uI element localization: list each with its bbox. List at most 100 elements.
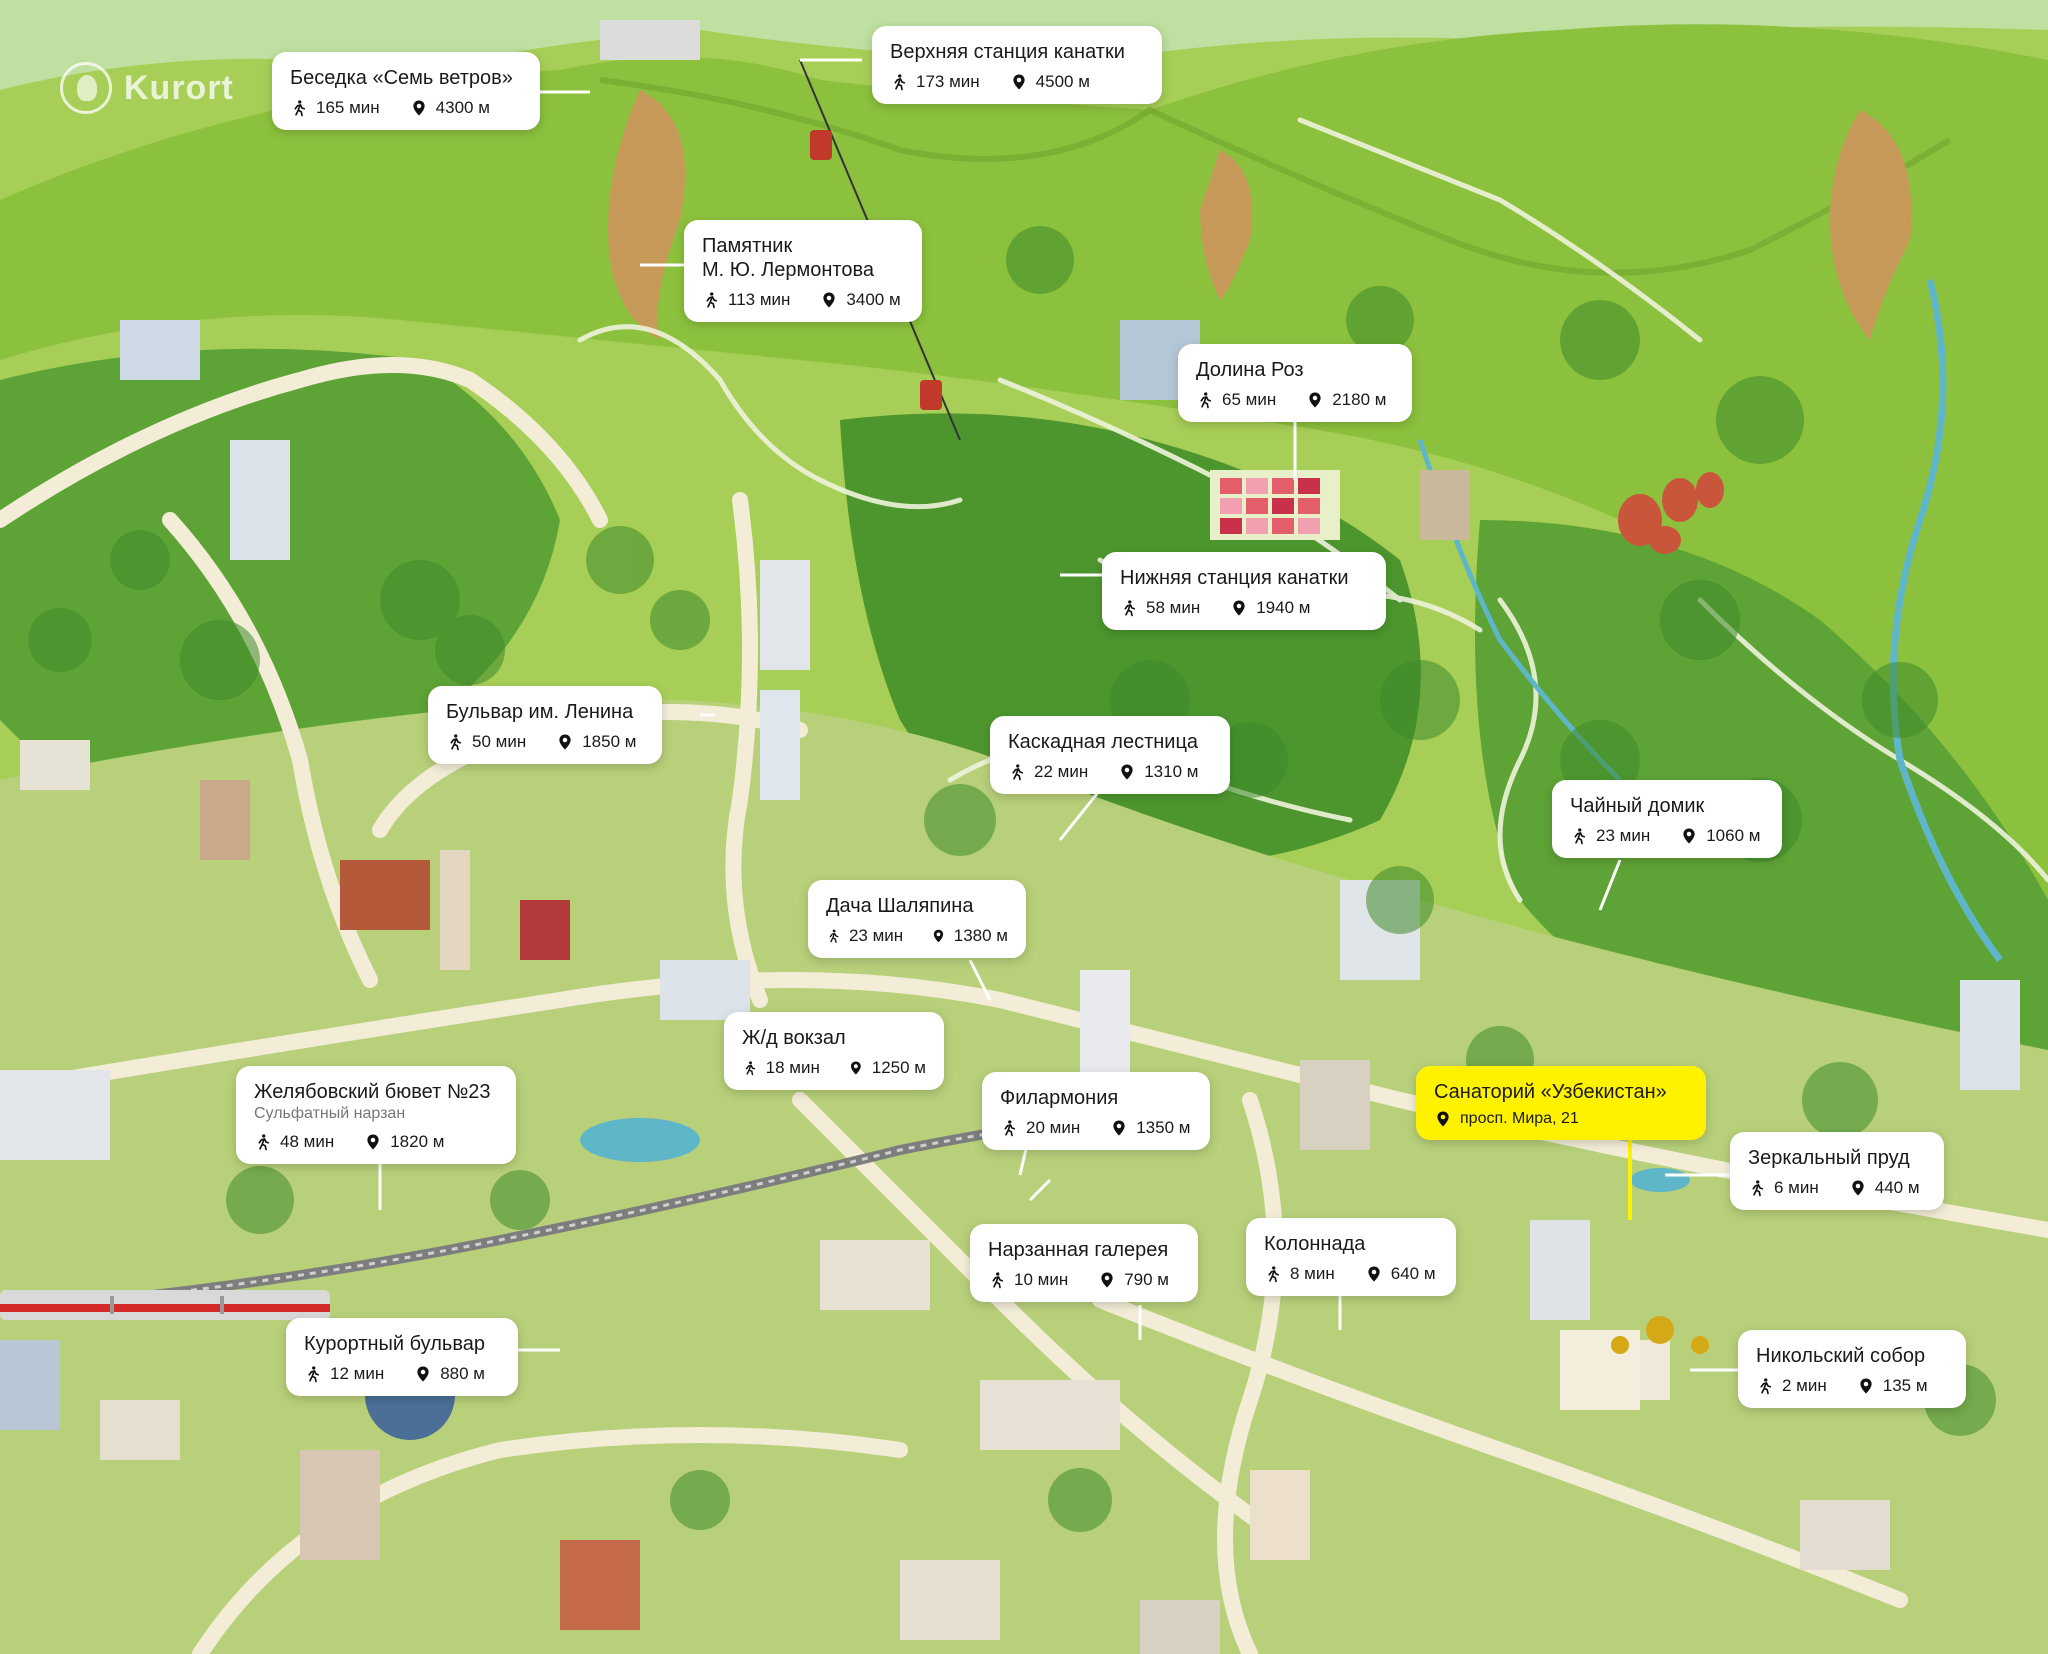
place-subtitle: Сульфатный нарзан: [254, 1105, 406, 1122]
place-card-kurort-boulevard[interactable]: Курортный бульвар 12 мин 880 м: [286, 1318, 518, 1396]
distance: 3400 м: [846, 290, 901, 309]
place-card-shalyapin[interactable]: Дача Шаляпина 23 мин 1380 м: [808, 880, 1026, 958]
place-title: Верхняя станция канатки: [890, 41, 1125, 63]
pin-icon: [367, 1134, 379, 1150]
pin-icon: [933, 929, 943, 943]
walk-icon: [308, 1366, 320, 1383]
place-card-cascade[interactable]: Каскадная лестница 22 мин 1310 м: [990, 716, 1230, 794]
pin-icon: [1101, 1272, 1113, 1288]
home-title: Санаторий «Узбекистан»: [1434, 1081, 1667, 1103]
walk-icon: [294, 100, 306, 117]
cable-cabin-2: [920, 380, 942, 410]
place-card-zhelyabov[interactable]: Желябовский бювет №23 Сульфатный нарзан …: [236, 1066, 516, 1164]
walk-icon: [992, 1272, 1004, 1289]
home-card[interactable]: Санаторий «Узбекистан» просп. Мира, 21: [1416, 1066, 1706, 1140]
place-card-lermontov[interactable]: Памятник М. Ю. Лермонтова 113 мин 3400 м: [684, 220, 922, 322]
walk-time: 173 мин: [916, 72, 980, 91]
walk-icon: [1268, 1266, 1280, 1283]
place-card-lower-cable[interactable]: Нижняя станция канатки 58 мин 1940 м: [1102, 552, 1386, 630]
pin-icon: [413, 100, 425, 116]
walk-icon: [450, 734, 462, 751]
place-card-nikolsky[interactable]: Никольский собор 2 мин 135 м: [1738, 1330, 1966, 1408]
town: [0, 698, 2048, 1654]
walk-time: 58 мин: [1146, 598, 1201, 617]
place-card-roses[interactable]: Долина Роз 65 мин 2180 м: [1178, 344, 1412, 422]
place-meta: 20 мин 1350 м: [1000, 1118, 1192, 1138]
place-meta: 6 мин 440 м: [1748, 1178, 1926, 1198]
walk-icon: [1752, 1180, 1764, 1197]
walk-time: 22 мин: [1034, 762, 1089, 781]
place-title: Чайный домик: [1570, 795, 1705, 817]
walk-icon: [1012, 764, 1024, 781]
place-card-upper-cable[interactable]: Верхняя станция канатки 173 мин 4500 м: [872, 26, 1162, 104]
place-card-mirror[interactable]: Зеркальный пруд 6 мин 440 м: [1730, 1132, 1944, 1210]
buildings: [0, 20, 2020, 1654]
place-title: Памятник М. Ю. Лермонтова: [702, 235, 874, 281]
walk-icon: [829, 929, 839, 943]
place-meta: 18 мин 1250 м: [742, 1058, 926, 1078]
place-card-narzan[interactable]: Нарзанная галерея 10 мин 790 м: [970, 1224, 1198, 1302]
walk-icon: [1124, 600, 1136, 617]
place-meta: 58 мин 1940 м: [1120, 598, 1368, 618]
place-title: Зеркальный пруд: [1748, 1147, 1910, 1169]
place-title: Филармония: [1000, 1087, 1119, 1109]
place-title: Каскадная лестница: [1008, 731, 1199, 753]
place-title: Бульвар им. Ленина: [446, 701, 634, 723]
red-rocks: [1618, 472, 1724, 554]
place-meta: 23 мин 1060 м: [1570, 826, 1764, 846]
pin-icon: [1121, 764, 1133, 780]
trees: [28, 226, 1996, 1532]
distance: 790 м: [1124, 1270, 1169, 1289]
distance: 4300 м: [435, 98, 490, 117]
walk-time: 23 мин: [848, 926, 904, 945]
place-card-tea[interactable]: Чайный домик 23 мин 1060 м: [1552, 780, 1782, 858]
cliff-mid: [1200, 150, 1252, 300]
place-meta: 65 мин 2180 м: [1196, 390, 1394, 410]
brand-logo: Kurort: [60, 62, 234, 114]
place-meta: 23 мин 1380 м: [826, 926, 1008, 946]
walk-icon: [258, 1134, 270, 1151]
place-card-besedka[interactable]: Беседка «Семь ветров» 165 мин 4300 м: [272, 52, 540, 130]
distance: 1850 м: [582, 732, 637, 751]
place-title: Желябовский бювет №23: [254, 1081, 491, 1103]
place-card-station[interactable]: Ж/д вокзал 18 мин 1250 м: [724, 1012, 944, 1090]
walk-time: 18 мин: [765, 1058, 820, 1077]
place-card-lenin[interactable]: Бульвар им. Ленина 50 мин 1850 м: [428, 686, 662, 764]
place-title: Нарзанная галерея: [988, 1239, 1169, 1261]
distance: 1310 м: [1144, 762, 1199, 781]
pin-icon: [1852, 1180, 1864, 1196]
walk-icon: [745, 1061, 756, 1076]
distance: 1350 м: [1136, 1118, 1191, 1137]
train: [0, 1290, 330, 1320]
distance: 640 м: [1390, 1264, 1436, 1283]
distance: 1940 м: [1256, 598, 1311, 617]
walk-time: 165 мин: [316, 98, 380, 117]
forest-left: [0, 348, 560, 820]
river: [1889, 279, 2003, 963]
home-address-row: просп. Мира, 21: [1434, 1110, 1688, 1128]
walk-time: 6 мин: [1774, 1178, 1819, 1197]
walk-time: 10 мин: [1014, 1270, 1069, 1289]
place-meta: 2 мин 135 м: [1756, 1376, 1948, 1396]
pin-icon: [1113, 1120, 1125, 1136]
place-meta: 22 мин 1310 м: [1008, 762, 1212, 782]
walk-time: 20 мин: [1026, 1118, 1081, 1137]
place-card-colonnade[interactable]: Колоннада 8 мин 640 м: [1246, 1218, 1456, 1296]
place-card-philharmonic[interactable]: Филармония 20 мин 1350 м: [982, 1072, 1210, 1150]
walk-icon: [706, 292, 718, 309]
place-title: Беседка «Семь ветров»: [290, 67, 513, 89]
walk-icon: [894, 74, 906, 91]
place-meta: 12 мин 880 м: [304, 1364, 500, 1384]
distance: 1250 м: [871, 1058, 926, 1077]
place-meta: 10 мин 790 м: [988, 1270, 1180, 1290]
pond-aquapark: [580, 1118, 700, 1162]
place-title: Ж/д вокзал: [742, 1027, 846, 1049]
place-meta: 165 мин 4300 м: [290, 98, 522, 118]
pond-mirror: [1630, 1168, 1690, 1192]
pin-icon: [1233, 600, 1245, 616]
walk-time: 113 мин: [728, 290, 791, 309]
place-meta: 8 мин 640 м: [1264, 1264, 1438, 1284]
pin-icon: [1013, 74, 1025, 90]
mountain: [0, 24, 2048, 901]
place-title: Курортный бульвар: [304, 1333, 485, 1355]
